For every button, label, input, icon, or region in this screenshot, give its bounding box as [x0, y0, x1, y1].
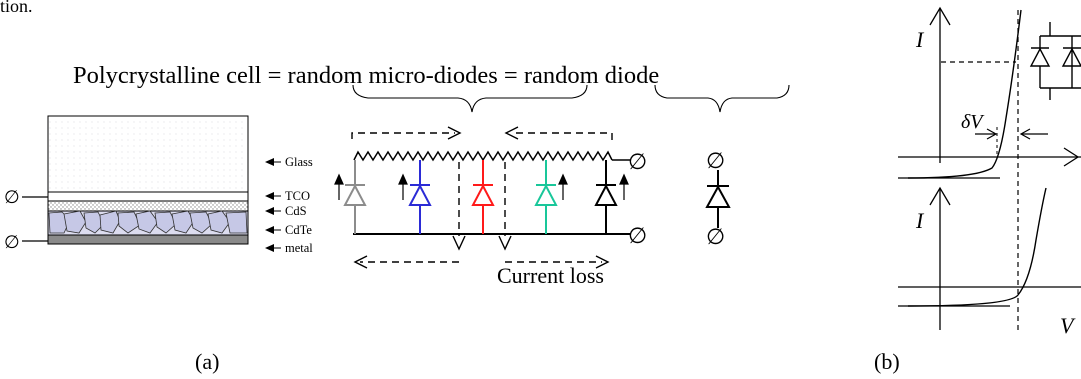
delta-v-label: δV — [961, 111, 985, 133]
label-cdte: CdTe — [285, 223, 312, 237]
equivalent-diode: ∅ ∅ — [705, 148, 731, 249]
parallel-diodes-icon — [1029, 22, 1081, 100]
shunt-path-left — [452, 162, 466, 251]
label-metal: metal — [285, 241, 313, 255]
micro-diode-circuit: ∅ ∅ — [334, 126, 647, 269]
glass-layer — [47, 115, 249, 193]
metal-arrow — [265, 244, 274, 252]
loss-arrow-right-head — [595, 255, 610, 269]
iv-v-label: V — [1060, 313, 1076, 338]
current-arrow-top-right — [351, 132, 455, 139]
tco-layer — [47, 191, 249, 202]
caption-fragment: tion. — [0, 0, 33, 16]
iv-top-i-label: I — [915, 27, 925, 52]
label-tco: TCO — [285, 189, 310, 203]
current-loss-label: Current loss — [497, 263, 604, 288]
diode-red — [471, 160, 495, 234]
iv-top-curve — [907, 9, 1022, 179]
diode-gray — [343, 160, 367, 234]
cdte-arrow — [265, 226, 274, 234]
iv-plot-bottom: I V — [898, 186, 1081, 338]
cdte-grains — [48, 210, 248, 234]
layer-stack — [47, 115, 249, 245]
iv-plot-top: I δV — [898, 6, 1081, 330]
current-arrow-top-right-head — [447, 126, 462, 140]
layer-labels: Glass TCO CdS CdTe metal — [265, 155, 313, 255]
figure-title: Polycrystalline cell = random micro-diod… — [73, 62, 659, 89]
brace-micro-diodes — [352, 84, 588, 113]
diode-blue — [408, 160, 432, 234]
current-arrow-top-left — [513, 132, 613, 140]
equiv-terminal-top: ∅ — [706, 148, 725, 173]
cds-arrow — [265, 207, 274, 215]
loss-arrow-left-head — [353, 255, 368, 269]
photocurrent-arrow-teal — [558, 173, 568, 200]
bottom-contact-symbol: ∅ — [4, 232, 20, 252]
equiv-terminal-bottom: ∅ — [706, 224, 725, 249]
glass-arrow — [265, 158, 274, 166]
brace-random-diode — [654, 84, 790, 113]
photocurrent-arrow-blue — [398, 173, 408, 200]
metal-layer — [47, 234, 249, 245]
resistive-rail — [353, 150, 613, 162]
current-arrow-top-left-head — [504, 126, 519, 140]
label-b: (b) — [874, 349, 900, 374]
label-cds: CdS — [285, 204, 307, 218]
photocurrent-arrow-black — [619, 173, 629, 200]
iv-bottom-curve — [907, 187, 1047, 307]
cds-layer — [47, 200, 249, 212]
diode-black — [594, 160, 618, 234]
photocurrent-arrow-gray — [334, 173, 344, 200]
iv-bottom-i-label: I — [915, 208, 925, 233]
label-a: (a) — [195, 349, 219, 374]
terminal-top: ∅ — [628, 149, 647, 174]
label-glass: Glass — [285, 155, 313, 169]
diode-teal — [534, 160, 558, 234]
tco-arrow — [265, 192, 274, 200]
shunt-path-right — [498, 162, 512, 251]
terminal-bottom: ∅ — [628, 223, 647, 248]
top-contact-symbol: ∅ — [4, 187, 20, 207]
